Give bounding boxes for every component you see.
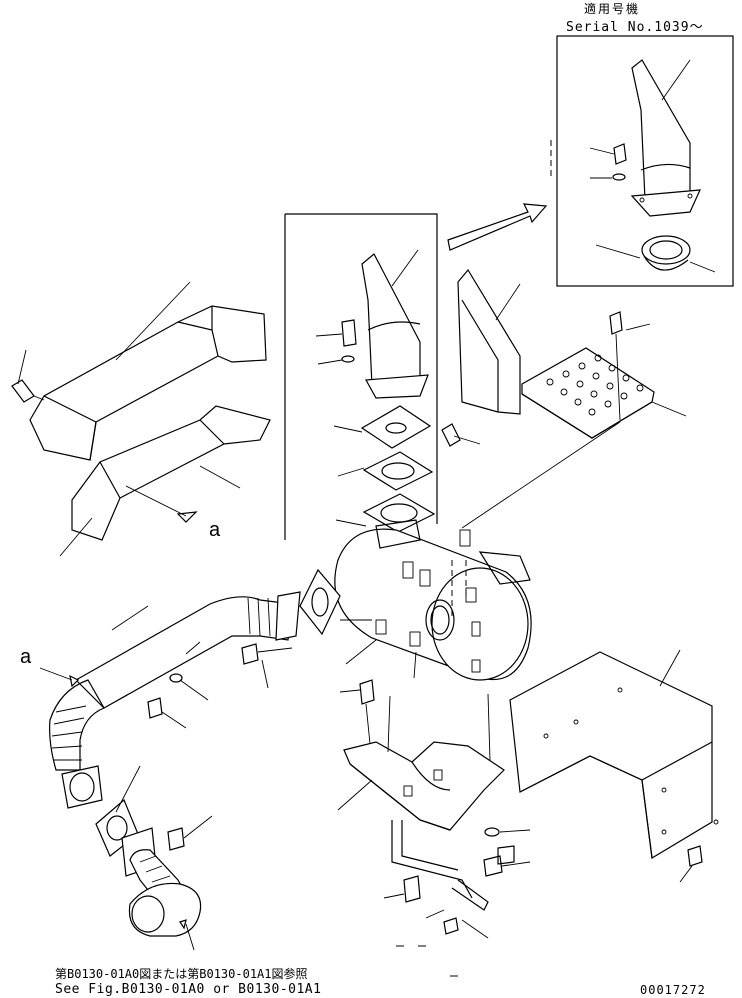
duct-bracket [59,405,271,557]
exhaust-pipe [39,591,301,809]
flex-joint [95,765,213,951]
tie-rod-and-nuts [383,820,531,939]
view-callout-a-mid: a [209,519,221,541]
heat-shield [509,649,719,883]
stack-cover [441,268,521,447]
figure-reference-en: See Fig.B0130-01A0 or B0130-01A1 [55,982,322,997]
reference-tick [396,945,458,977]
duct-cover [11,281,267,461]
view-callout-a-left: a [20,646,32,668]
document-number: 00017272 [640,983,706,997]
muffler [334,519,532,681]
serial-inset-box [550,35,734,287]
applicability-label-jp: 適用号機 [584,2,641,16]
stack-group-box [284,213,438,540]
figure-reference-jp: 第B0130-01A0図または第B0130-01A1図参照 [55,967,308,981]
direction-arrow [447,203,548,251]
perforated-plate [461,311,687,529]
muffler-bracket [337,679,505,831]
muffler-gasket [299,568,341,636]
pipe-bolts [147,641,293,729]
serial-number-label: Serial No.1039～ [566,20,704,35]
